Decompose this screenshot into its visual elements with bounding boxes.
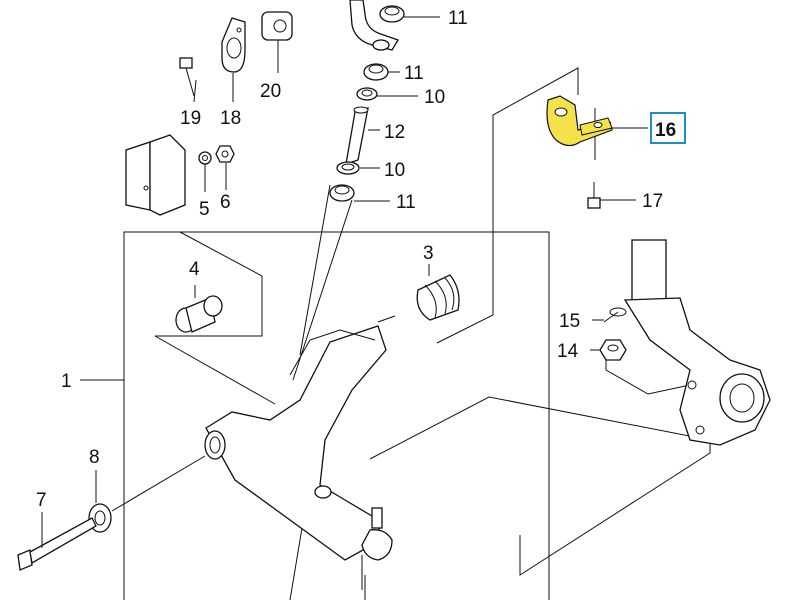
- callout-6: 6: [220, 192, 231, 213]
- cotter-pin-15: [603, 307, 627, 323]
- callout-20: 20: [260, 81, 281, 102]
- callout-leaders: [41, 16, 648, 548]
- highlight-box-16: [650, 112, 686, 144]
- callout-16: 16: [655, 120, 676, 141]
- washer-5: [198, 151, 212, 165]
- spacer-tube-12: [345, 106, 369, 165]
- callout-11-a: 11: [448, 8, 468, 29]
- bolt-19: [179, 57, 195, 97]
- bushing-11-top: [379, 5, 405, 23]
- callout-3: 3: [423, 243, 434, 264]
- bushing-11-second: [363, 63, 389, 81]
- bolt-7: [17, 517, 97, 571]
- callout-7: 7: [36, 490, 47, 511]
- callout-19: 19: [180, 108, 201, 129]
- washer-10-bottom: [336, 161, 360, 175]
- stabilizer-bar-end: [349, 0, 399, 51]
- assembly-line-ball-joint: [369, 396, 711, 576]
- callout-4: 4: [189, 259, 200, 280]
- callout-8: 8: [89, 447, 100, 468]
- callout-14: 14: [557, 341, 579, 362]
- callout-11-b: 11: [404, 63, 424, 84]
- castle-nut-14: [599, 339, 627, 361]
- bracket-18: [221, 17, 246, 73]
- mount-bracket: [125, 134, 186, 216]
- callout-5: 5: [199, 199, 210, 220]
- callout-10-b: 10: [384, 160, 405, 181]
- callout-12: 12: [384, 122, 405, 143]
- assembly-line-4: [155, 231, 263, 337]
- clamp-16-highlighted: [546, 95, 613, 147]
- callout-1: 1: [61, 371, 72, 392]
- callout-labels: 11 11 10 12 10 11 19 18 20 5 6 16 17 4 3…: [36, 8, 676, 511]
- steering-knuckle: [623, 239, 771, 446]
- callout-18: 18: [220, 108, 241, 129]
- washer-10-top: [356, 87, 378, 101]
- callout-11-c: 11: [396, 192, 416, 213]
- nut-6: [215, 145, 235, 163]
- bushing-3: [416, 274, 460, 321]
- lower-control-arm: [204, 315, 396, 561]
- washer-top: [372, 39, 390, 51]
- callout-17: 17: [642, 191, 663, 212]
- control-arm-group-box: [123, 231, 550, 600]
- bushing-20: [261, 11, 293, 41]
- bushing-11-bottom: [329, 184, 355, 202]
- callout-15: 15: [559, 311, 580, 332]
- bolt-17: [587, 182, 601, 209]
- assembly-line-16: [492, 67, 579, 233]
- bushing-4: [175, 295, 223, 333]
- assembly-line-3: [436, 232, 494, 344]
- callout-10-a: 10: [424, 87, 445, 108]
- assembly-lines: [111, 67, 711, 601]
